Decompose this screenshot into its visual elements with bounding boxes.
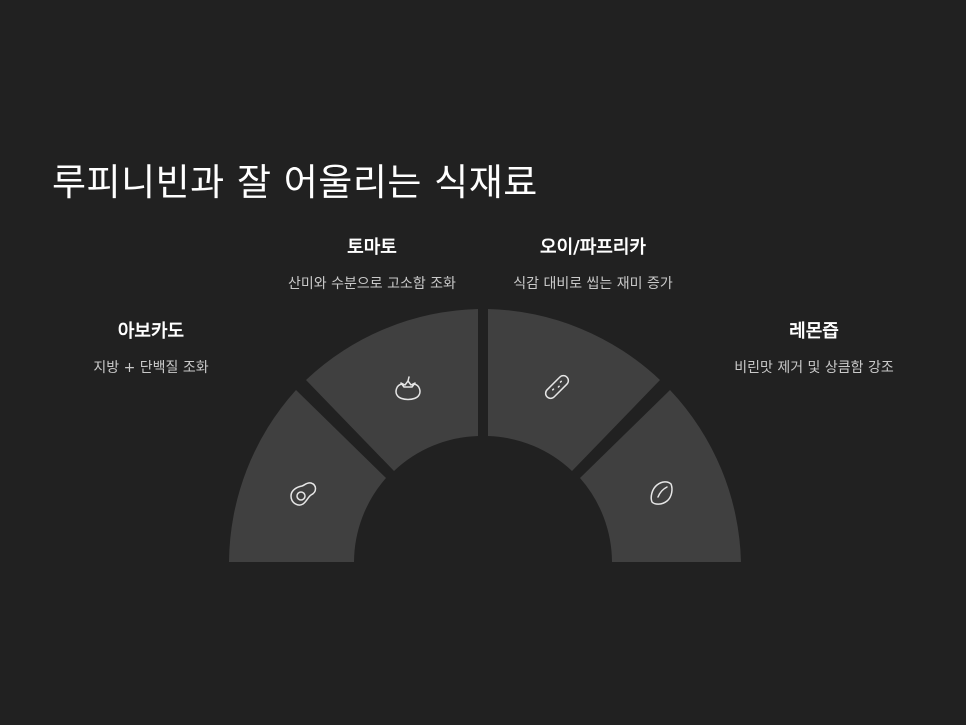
item-description: 지방 + 단백질 조화	[93, 360, 209, 376]
cucumber-icon	[544, 374, 570, 400]
segment-tomato	[306, 309, 478, 471]
avocado-icon	[290, 482, 317, 506]
item-name: 아보카도	[117, 321, 185, 342]
item-name: 오이/파프리카	[540, 237, 646, 258]
segment-avocado	[229, 390, 386, 562]
tomato-icon	[395, 376, 421, 401]
segment-lemon	[580, 390, 741, 562]
item-description: 식감 대비로 씹는 재미 증가	[513, 276, 673, 292]
lemon-icon	[650, 481, 673, 505]
label-tomato: 토마토 산미와 수분으로 고소함 조화	[252, 233, 492, 293]
item-description: 산미와 수분으로 고소함 조화	[288, 276, 456, 292]
page-title: 루피니빈과 잘 어울리는 식재료	[52, 161, 538, 204]
label-avocado: 아보카도 지방 + 단백질 조화	[31, 317, 271, 377]
label-cucumber: 오이/파프리카 식감 대비로 씹는 재미 증가	[473, 233, 713, 293]
item-description: 비린맛 제거 및 상큼함 강조	[734, 360, 894, 376]
item-name: 토마토	[347, 237, 397, 258]
label-lemon: 레몬즙 비린맛 제거 및 상큼함 강조	[694, 317, 934, 377]
item-name: 레몬즙	[789, 321, 839, 342]
segment-cucumber	[488, 309, 660, 471]
segments	[229, 309, 741, 562]
